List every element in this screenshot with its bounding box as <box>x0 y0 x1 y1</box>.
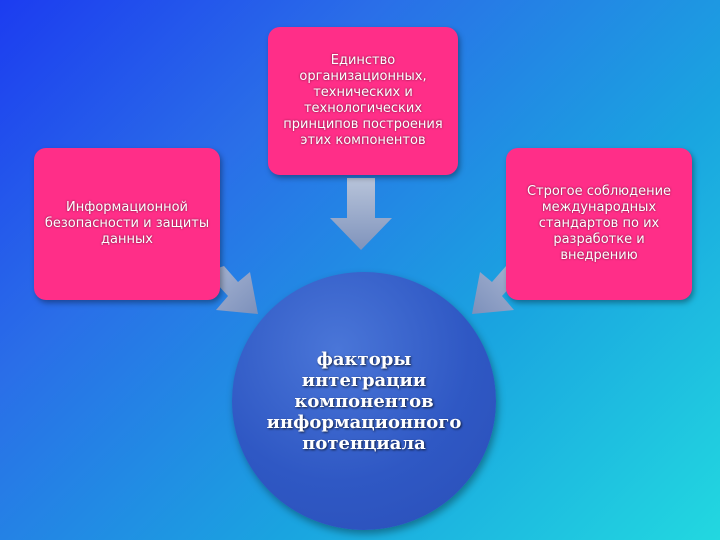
security-box: Информационной безопасности и защиты дан… <box>34 148 220 300</box>
standards-box: Строгое соблюдение международных стандар… <box>506 148 692 300</box>
security-text: Информационной безопасности и защиты дан… <box>44 200 210 247</box>
standards-text: Строгое соблюдение международных стандар… <box>526 184 672 263</box>
integration-factors-label: факторы интеграции компонентов информаци… <box>266 348 462 454</box>
unity-principles-text: Единство организационных, технических и … <box>283 53 443 148</box>
unity-principles-box: Единство организационных, технических и … <box>268 27 458 175</box>
down-arrow-icon <box>330 178 392 250</box>
integration-factors-circle: факторы интеграции компонентов информаци… <box>232 272 496 530</box>
